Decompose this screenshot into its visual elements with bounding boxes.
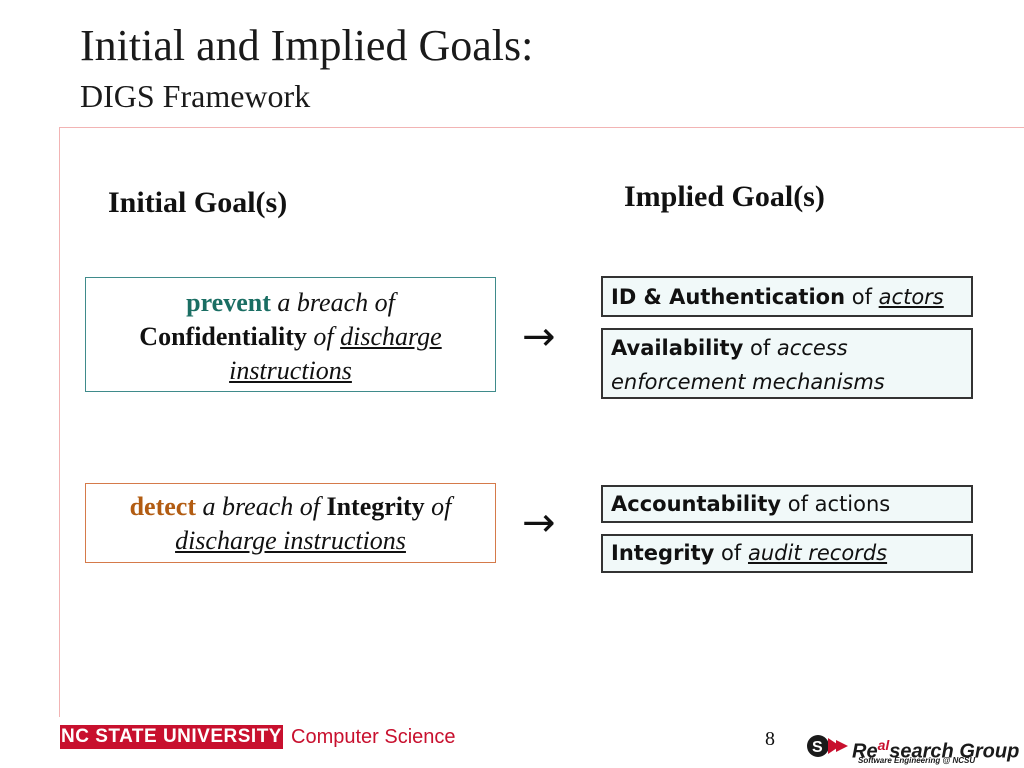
title-block: Initial and Implied Goals: DIGS Framewor… [80,18,533,116]
initial-goal-2-phrase: a breach of [202,492,320,521]
implied-goal-1-of: of [851,285,872,309]
research-group-mark-icon: S [807,735,848,757]
initial-goal-box-1: prevent a breach of Confidentiality of d… [85,277,496,392]
initial-goal-1-object-part2: instructions [229,356,352,385]
implied-goal-box-4: Integrity of audit records [601,534,973,573]
right-arrow-icon: → [522,314,556,360]
implied-goal-box-3: Accountability of actions [601,485,973,523]
initial-goal-1-of: of [313,322,334,351]
initial-goal-1-line2: Confidentiality of discharge [86,320,495,354]
logo-text-rest: search Group [889,740,1020,763]
svg-text:S: S [812,739,823,756]
logo-text-re: Re [852,740,878,763]
implied-goal-2-bold: Availability [611,336,744,360]
implied-goal-box-2: Availability of access enforcement mecha… [601,328,973,399]
implied-goal-1-rest: actors [878,285,944,309]
right-arrow-icon: → [522,500,556,546]
initial-goal-1-line3: instructions [86,354,495,388]
initial-goal-2-line2: discharge instructions [86,524,495,558]
initial-goal-1-phrase: a breach of [277,288,395,317]
initial-goal-box-2: detect a breach of Integrity of discharg… [85,483,496,563]
implied-goal-3-bold: Accountability [611,492,782,516]
horizontal-divider [60,127,1024,128]
implied-goal-2-rest-line2: enforcement mechanisms [611,370,885,394]
slide-title: Initial and Implied Goals: [80,21,534,70]
implied-goal-1-bold: ID & Authentication [611,285,846,309]
implied-goal-4-rest: audit records [747,541,888,565]
implied-goals-heading: Implied Goal(s) [624,180,825,213]
implied-goal-2-line1: Availability of access [611,331,963,365]
research-group-subtext: Software Engineering @ NCSU [858,756,976,765]
research-group-text: Realsearch Group [852,734,1019,763]
initial-goal-2-of: of [431,492,452,521]
ncstate-logo: NC STATE UNIVERSITY [60,725,283,749]
implied-goal-2-line2: enforcement mechanisms [611,365,963,399]
implied-goal-2-of: of [749,336,771,360]
logo-text-al: al [877,737,890,753]
initial-goal-2-object: discharge instructions [175,526,406,555]
implied-goal-2-rest-line1: access [776,336,848,360]
page-number: 8 [765,728,775,750]
implied-goal-4-bold: Integrity [611,541,715,565]
initial-goal-2-line1: detect a breach of Integrity of [86,490,495,524]
initial-goal-1-property: Confidentiality [139,322,307,351]
initial-goals-heading: Initial Goal(s) [108,186,288,219]
initial-goal-1-line1: prevent a breach of [86,286,495,320]
initial-goal-2-property: Integrity [326,492,425,521]
initial-goal-1-verb: prevent [186,288,271,317]
slide-subtitle: DIGS Framework [80,78,311,114]
research-group-logo: S Realsearch Group Software Engineering … [806,728,1020,768]
initial-goal-1-object-part1: discharge [340,322,442,351]
implied-goal-box-1: ID & Authentication of actors [601,276,973,317]
initial-goal-2-verb: detect [129,492,196,521]
department-label: Computer Science [291,726,456,748]
vertical-divider [59,127,60,717]
implied-goal-4-of: of [721,541,742,565]
implied-goal-3-of: of actions [787,492,891,516]
